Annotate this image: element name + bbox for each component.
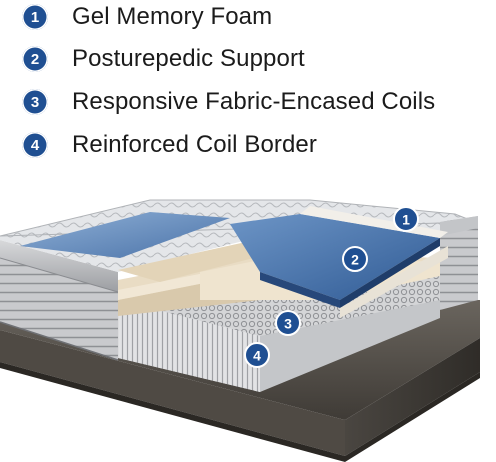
feature-label: Responsive Fabric-Encased Coils: [72, 88, 436, 115]
callout-marker-3: 3: [275, 310, 301, 336]
gel-layer-back: [20, 212, 230, 258]
mattress-left-side: [0, 240, 119, 361]
mattress-right-side: [440, 216, 478, 310]
feature-label: Posturepedic Support: [72, 45, 305, 72]
feature-item-4: 4 Reinforced Coil Border: [22, 128, 317, 162]
gel-memory-foam-layer: [230, 214, 440, 308]
callout-marker-4: 4: [244, 342, 270, 368]
callout-number: 4: [253, 348, 261, 364]
feature-label: Reinforced Coil Border: [72, 131, 317, 158]
feature-number-badge: 2: [22, 46, 48, 72]
feature-number-badge: 4: [22, 132, 48, 158]
feature-item-2: 2 Posturepedic Support: [22, 42, 305, 76]
callout-number: 3: [284, 316, 292, 332]
callout-number: 2: [351, 252, 359, 268]
callout-marker-2: 2: [342, 246, 368, 272]
callout-marker-1: 1: [393, 206, 419, 232]
feature-item-3: 3 Responsive Fabric-Encased Coils: [22, 85, 435, 119]
callout-number: 1: [402, 212, 410, 228]
feature-label: Gel Memory Foam: [72, 3, 273, 30]
feature-item-1: 1 Gel Memory Foam: [22, 0, 272, 34]
feature-number-badge: 3: [22, 89, 48, 115]
feature-number-badge: 1: [22, 4, 48, 30]
